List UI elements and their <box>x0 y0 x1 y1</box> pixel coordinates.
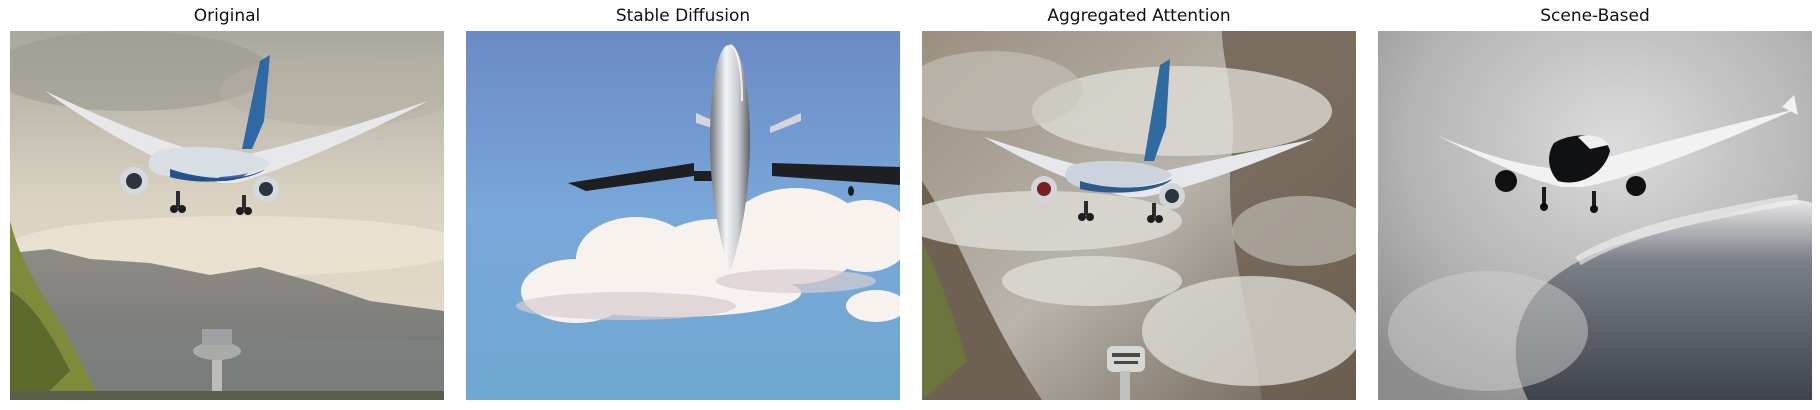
panel-original: Original <box>10 0 444 410</box>
image-aggregated-attention <box>922 31 1356 400</box>
panel-title-scene-based: Scene-Based <box>1540 6 1650 26</box>
panel-title-aggregated-attention: Aggregated Attention <box>1047 6 1231 26</box>
panel-stable-diffusion: Stable Diffusion <box>466 0 900 410</box>
panel-scene-based: Scene-Based <box>1378 0 1812 410</box>
panel-title-stable-diffusion: Stable Diffusion <box>615 6 751 26</box>
image-stable-diffusion <box>466 31 900 400</box>
image-scene-based <box>1378 31 1812 400</box>
image-original <box>10 31 444 400</box>
panel-title-original: Original <box>193 6 261 26</box>
panel-aggregated-attention: Aggregated Attention <box>922 0 1356 410</box>
